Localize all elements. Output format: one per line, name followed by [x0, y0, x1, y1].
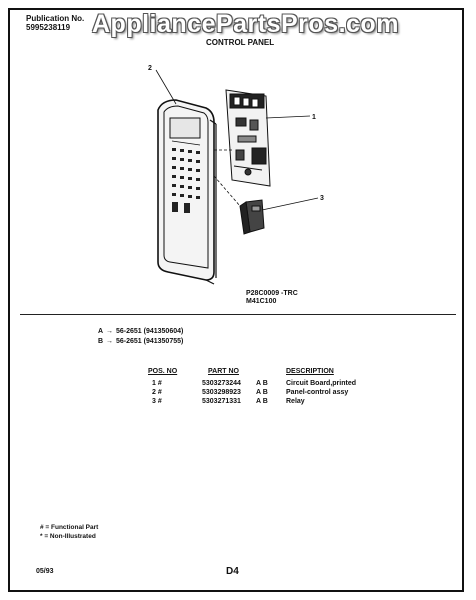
callout-3: 3: [320, 195, 324, 202]
watermark-logo: AppliancePartsPros.com: [92, 10, 399, 38]
relay-illustration: [239, 199, 265, 235]
publication-label: Publication No.: [26, 14, 85, 23]
row-variants: A B: [256, 398, 268, 405]
header-part-no: PART NO: [208, 368, 239, 375]
row-part: 5303273244: [202, 380, 241, 387]
row-part: 5303271331: [202, 398, 241, 405]
variant-text: 56-2651 (941350604): [116, 328, 184, 335]
model-number-block: P28C0009 -TRC M41C100: [246, 290, 298, 306]
callout-labels: 1 2 3: [148, 65, 324, 202]
row-description: Panel-control assy: [286, 389, 349, 396]
variant-b: B→56-2651 (941350755): [98, 338, 183, 345]
section-divider: [20, 314, 456, 315]
header-pos-no: POS. NO: [148, 368, 178, 375]
row-pos: 3 #: [152, 398, 162, 405]
model-line-1: P28C0009 -TRC: [246, 290, 298, 297]
variant-letter: B: [98, 338, 104, 345]
row-variants: A B: [256, 389, 268, 396]
variant-text: 56-2651 (941350755): [116, 338, 184, 345]
legend-non-illustrated: * = Non-Illustrated: [40, 533, 96, 540]
callout-2: 2: [148, 65, 152, 72]
model-line-2: M41C100: [246, 298, 277, 305]
row-pos: 2 #: [152, 389, 162, 396]
leader-lines: [155, 69, 319, 211]
keypad-buttons: [172, 148, 200, 213]
row-pos: 1 #: [152, 380, 162, 387]
row-variants: A B: [256, 380, 268, 387]
row-description: Circuit Board,printed: [286, 380, 357, 387]
row-part: 5303298923: [202, 389, 241, 396]
publication-number: 5995238119: [26, 23, 71, 32]
publication-block: Publication No. 5995238119: [26, 14, 84, 32]
control-panel-illustration: [157, 99, 215, 281]
footer-date: 05/93: [36, 568, 54, 575]
page-number: D4: [226, 566, 239, 577]
header-description: DESCRIPTION: [286, 368, 334, 375]
variant-a: A→56-2651 (941350604): [98, 328, 183, 335]
arrow-icon: →: [106, 328, 113, 335]
row-description: Relay: [286, 398, 305, 405]
variant-letter: A: [98, 328, 104, 335]
circuit-board-illustration: [225, 89, 271, 187]
section-title: CONTROL PANEL: [206, 38, 275, 47]
legend-functional-part: # = Functional Part: [40, 524, 99, 531]
callout-1: 1: [312, 114, 316, 121]
arrow-icon: →: [106, 338, 113, 345]
